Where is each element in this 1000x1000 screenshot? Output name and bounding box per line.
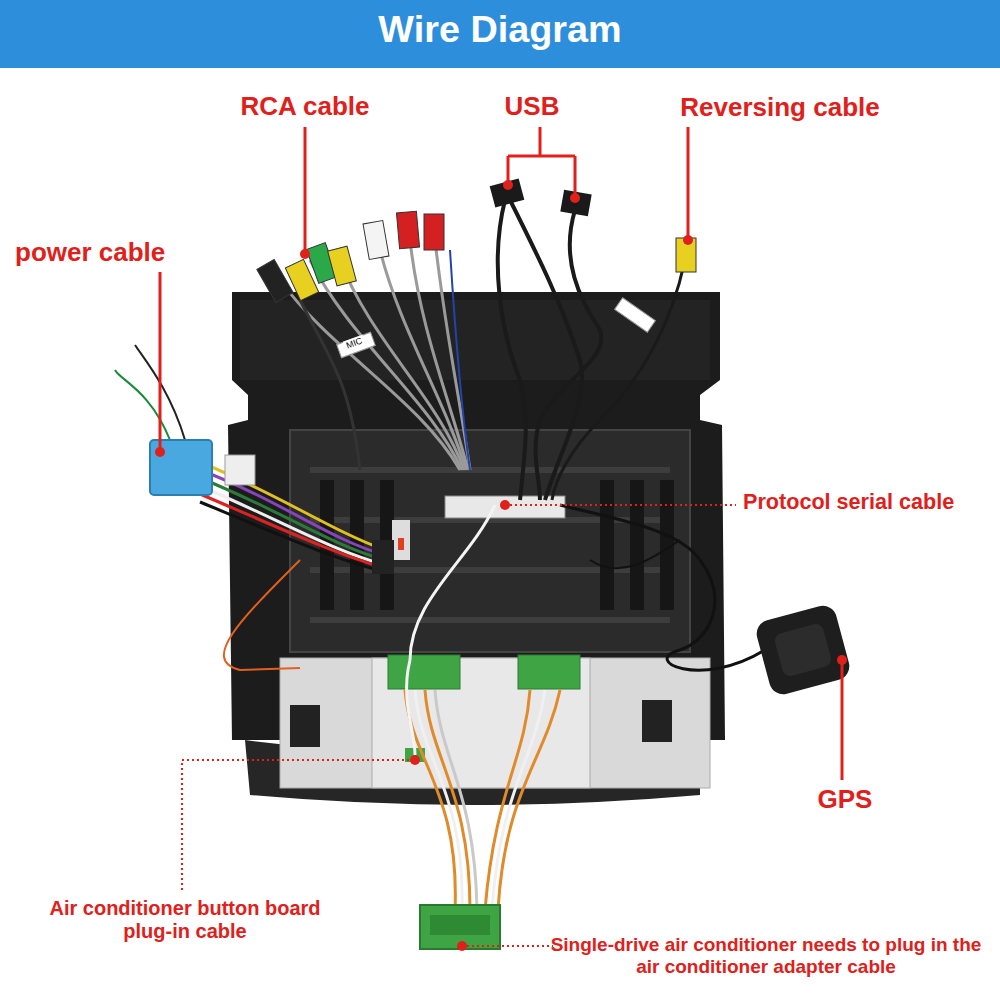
part-label: Reversing cable bbox=[660, 93, 900, 123]
part-label: Protocol serial cable bbox=[743, 490, 998, 515]
part-label: RCA cable bbox=[230, 92, 380, 122]
part-label: GPS bbox=[800, 785, 890, 815]
part-label: Air conditioner button board plug-in cab… bbox=[30, 897, 340, 943]
part-label: power cable bbox=[15, 238, 215, 268]
part-label: USB bbox=[490, 92, 574, 122]
note-label: Single-drive air conditioner needs to pl… bbox=[542, 934, 990, 978]
page-title: Wire Diagram bbox=[0, 8, 1000, 51]
